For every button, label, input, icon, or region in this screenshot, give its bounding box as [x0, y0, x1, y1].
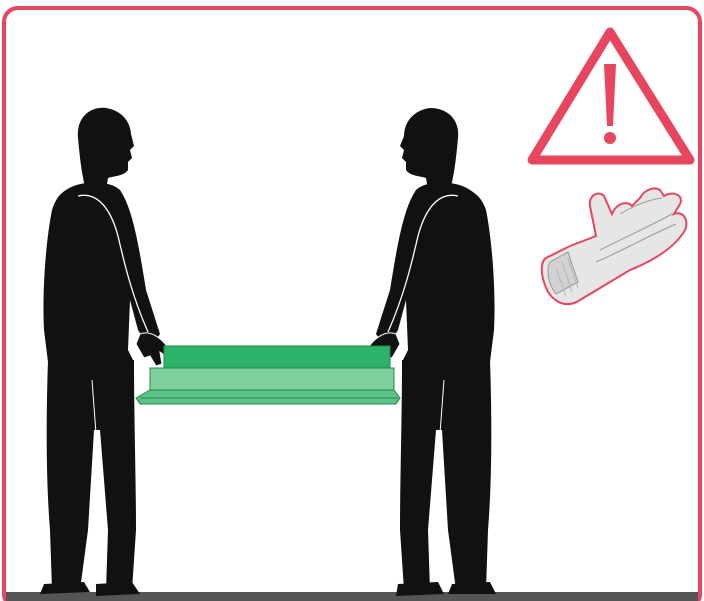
carried-panel [136, 346, 400, 404]
